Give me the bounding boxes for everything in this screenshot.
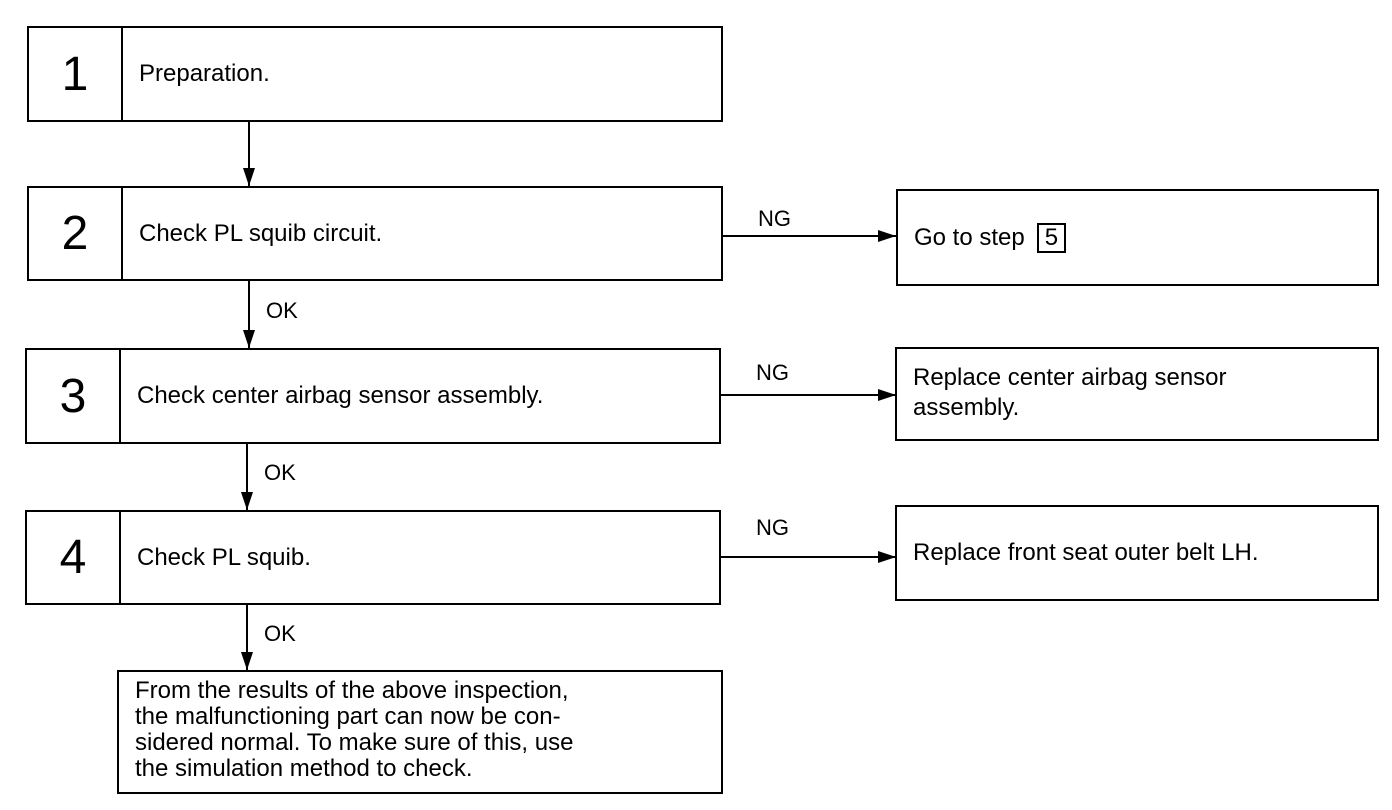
step-1-box: 1 Preparation.	[27, 26, 723, 122]
result-box-step-3: Replace center airbag sensor assembly.	[895, 347, 1379, 441]
step-reference: 5	[1036, 222, 1067, 253]
step-text: Check PL squib circuit.	[139, 219, 383, 247]
result-text: Replace front seat outer belt LH.	[913, 539, 1259, 566]
ng-label-3: NG	[756, 360, 789, 385]
step-number: 2	[29, 188, 123, 279]
note-line-3: sidered normal. To make sure of this, us…	[135, 729, 574, 756]
step-3-box: 3 Check center airbag sensor assembly.	[25, 348, 721, 444]
result-box-step-2: Go to step 5	[896, 189, 1379, 286]
ng-label-2: NG	[758, 206, 791, 231]
result-box-step-4: Replace front seat outer belt LH.	[895, 505, 1379, 601]
step-2-box: 2 Check PL squib circuit.	[27, 186, 723, 281]
final-note-box: From the results of the above inspection…	[117, 670, 723, 794]
result-text-line-1: Replace center airbag sensor	[913, 364, 1227, 391]
result-text-line-2: assembly.	[913, 394, 1020, 421]
ok-label-3: OK	[264, 460, 296, 485]
step-number: 1	[29, 28, 123, 120]
note-line-2: the malfunctioning part can now be con-	[135, 703, 561, 730]
step-text: Preparation.	[139, 60, 270, 87]
step-number: 4	[27, 512, 121, 603]
step-4-box: 4 Check PL squib.	[25, 510, 721, 605]
note-line-1: From the results of the above inspection…	[135, 677, 569, 704]
ng-label-4: NG	[756, 515, 789, 540]
ok-label-2: OK	[266, 298, 298, 323]
note-line-4: the simulation method to check.	[135, 755, 473, 782]
ok-label-4: OK	[264, 621, 296, 646]
step-text: Check PL squib.	[137, 543, 311, 571]
result-text: Go to step	[914, 223, 1025, 251]
step-text: Check center airbag sensor assembly.	[137, 382, 544, 409]
step-number: 3	[27, 350, 121, 442]
